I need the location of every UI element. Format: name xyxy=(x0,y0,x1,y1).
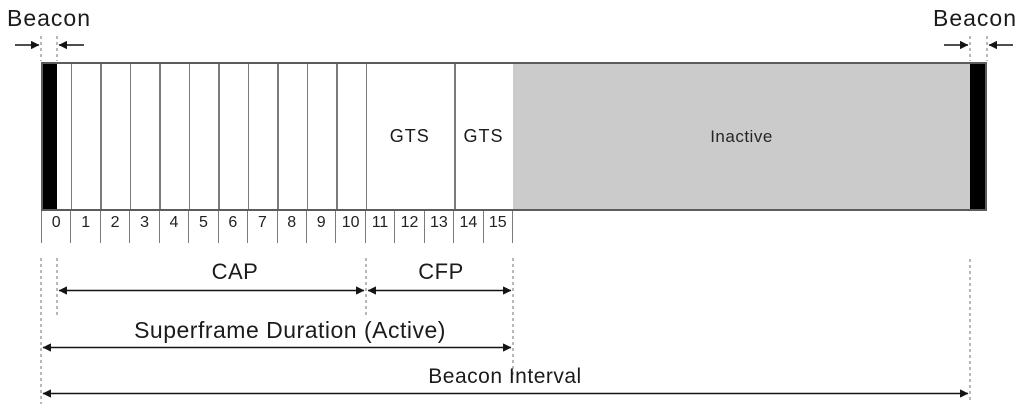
slot-divider xyxy=(218,64,220,209)
inactive-label: Inactive xyxy=(710,126,773,146)
beacon-interval-label: Beacon Interval xyxy=(428,365,582,388)
slot-divider xyxy=(277,64,279,209)
cap-label: CAP xyxy=(211,259,259,284)
slot-divider xyxy=(129,64,131,209)
slot-number: 8 xyxy=(276,211,306,243)
slot-divider xyxy=(159,64,161,209)
slot-number: 11 xyxy=(364,211,394,243)
slot-divider xyxy=(70,64,72,209)
superframe-duration-label: Superframe Duration (Active) xyxy=(134,317,446,343)
slot-number: 2 xyxy=(99,211,129,243)
slot-divider xyxy=(454,64,456,209)
gts-region-1: GTS xyxy=(366,64,455,209)
beacon-label-right: Beacon xyxy=(933,5,1018,31)
slot-divider xyxy=(247,64,249,209)
slot-divider xyxy=(188,64,190,209)
slot-number: 10 xyxy=(335,211,364,243)
beacon-label-left: Beacon xyxy=(7,5,92,31)
slot-number: 7 xyxy=(247,211,276,243)
slot-number: 3 xyxy=(129,211,158,243)
slot-number: 14 xyxy=(453,211,482,243)
slot-number: 13 xyxy=(423,211,453,243)
superframe-bar: GTS GTS Inactive xyxy=(41,62,987,211)
slot-divider xyxy=(336,64,338,209)
slot-number: 1 xyxy=(70,211,99,243)
gts-label-1: GTS xyxy=(389,126,430,146)
slot-number: 12 xyxy=(394,211,423,243)
beacon-slot-left xyxy=(43,64,57,209)
slot-number: 15 xyxy=(482,211,512,243)
slot-divider xyxy=(365,64,367,209)
gts-region-2: GTS xyxy=(454,64,513,209)
slot-number: 0 xyxy=(41,211,70,243)
beacon-slot-right xyxy=(970,64,985,209)
slot-number: 9 xyxy=(305,211,335,243)
slot-number: 4 xyxy=(158,211,188,243)
gts-label-2: GTS xyxy=(463,126,504,146)
inactive-region: Inactive xyxy=(513,64,970,209)
cfp-label: CFP xyxy=(418,259,464,284)
slot-number: 6 xyxy=(217,211,247,243)
slot-divider xyxy=(306,64,308,209)
slot-divider xyxy=(100,64,102,209)
slot-number: 5 xyxy=(188,211,217,243)
